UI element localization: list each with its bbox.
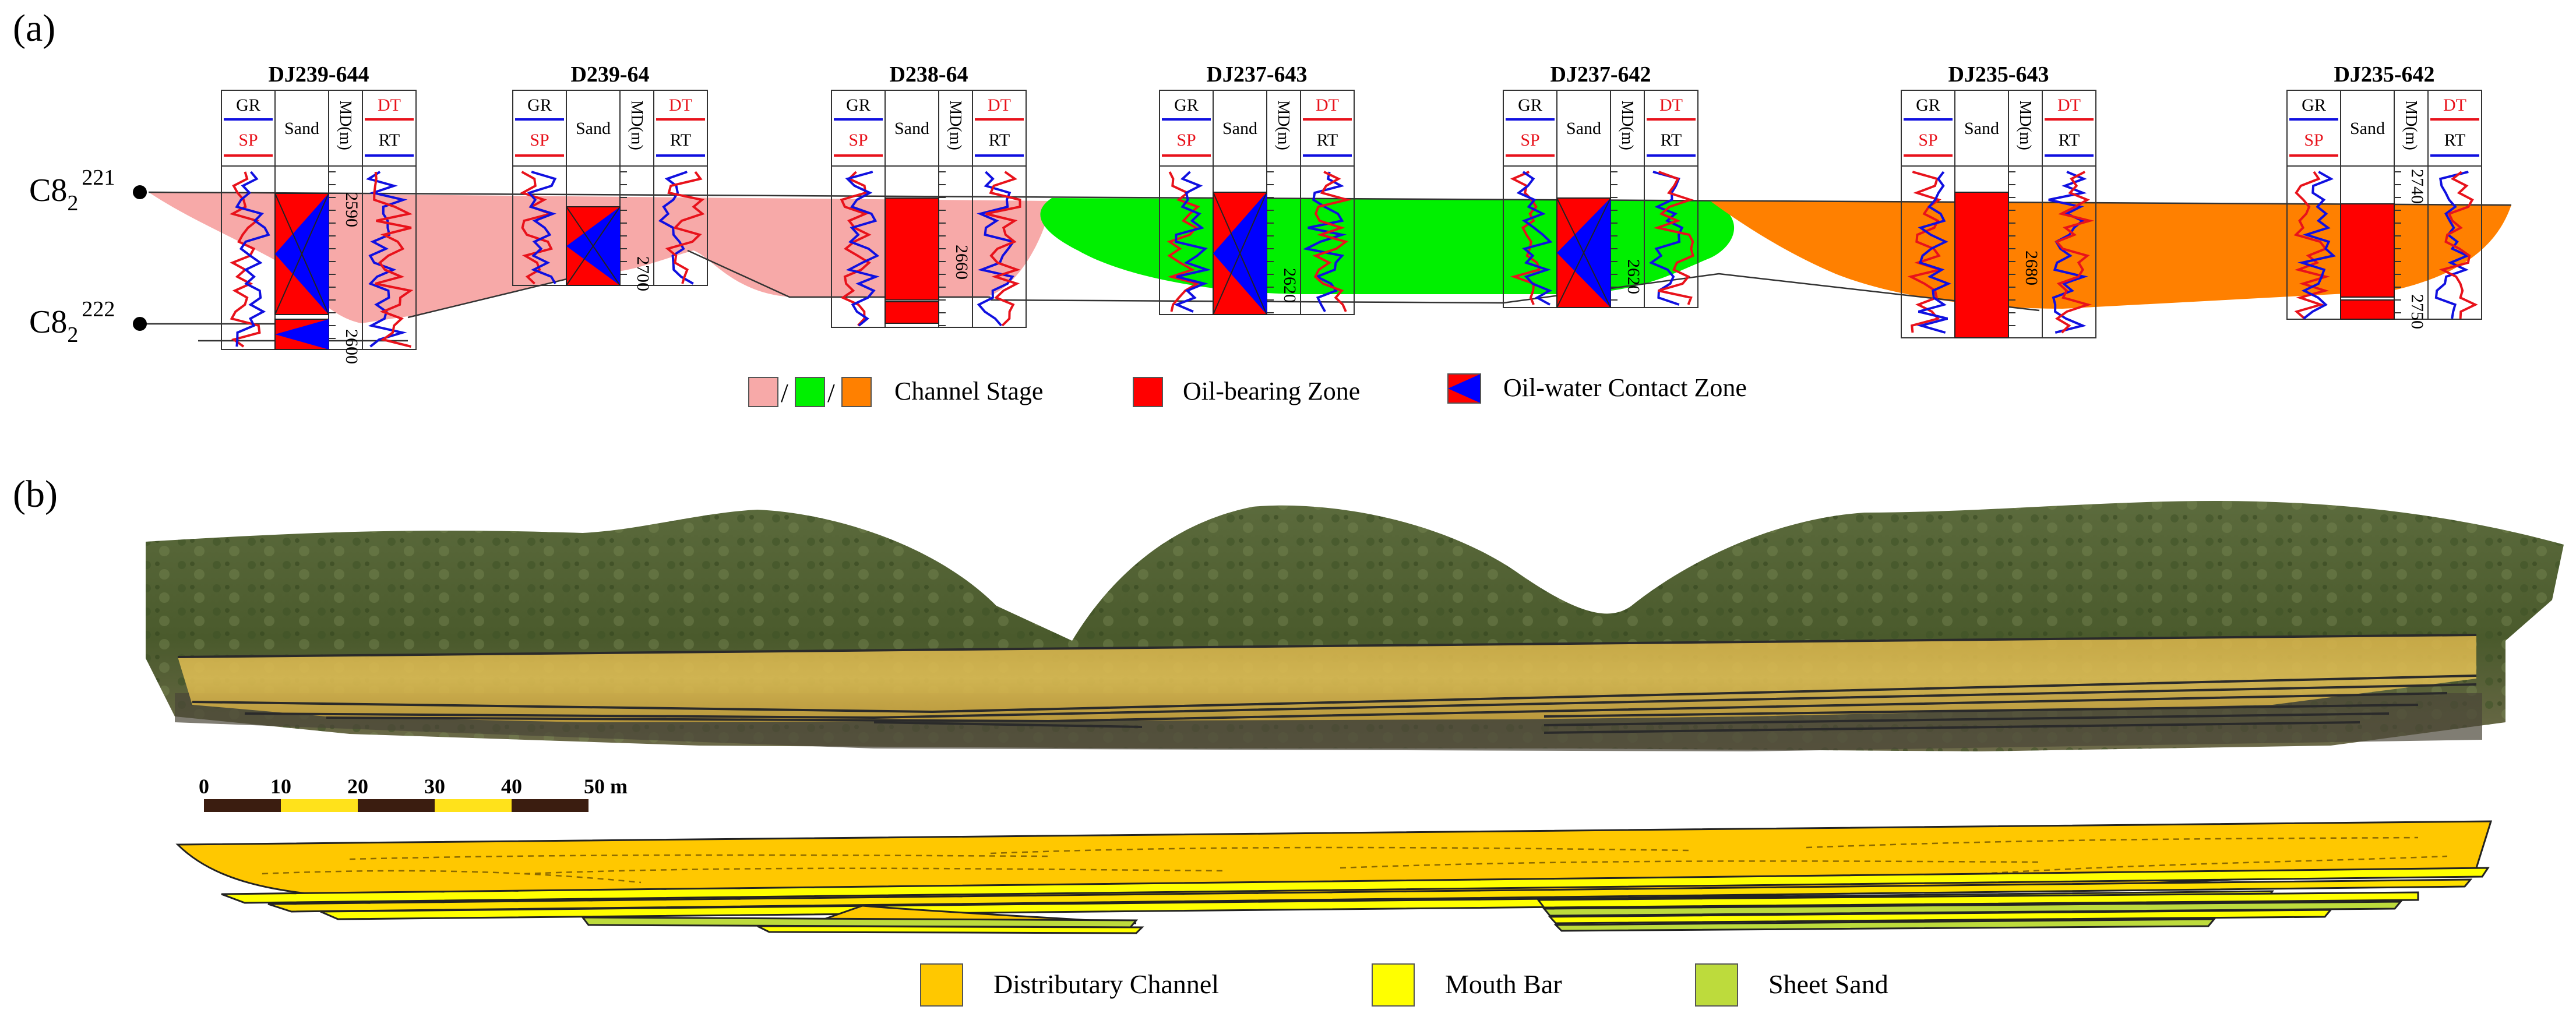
well-name: D238-64: [889, 62, 968, 87]
depth-label: 2620: [1280, 268, 1299, 303]
svg-text:RT: RT: [989, 130, 1010, 150]
svg-text:Sand: Sand: [894, 119, 929, 138]
svg-text:RT: RT: [379, 130, 400, 150]
svg-text:SP: SP: [1176, 130, 1196, 150]
svg-text:RT: RT: [1317, 130, 1338, 150]
scale-tick-label: 20: [347, 775, 368, 798]
panel-b-label: (b): [13, 473, 58, 515]
svg-text:DT: DT: [988, 96, 1011, 115]
depth-label: 2590: [342, 192, 361, 227]
depth-label: 2680: [2022, 250, 2041, 285]
svg-text:MD(m): MD(m): [336, 100, 354, 150]
legend-b: Distributary Channel Mouth Bar Sheet San…: [920, 963, 1888, 1007]
panel-a-label: (a): [13, 7, 55, 50]
legend-sheet-sand-label: Sheet Sand: [1768, 969, 1888, 999]
scale-tick-label: 40: [501, 775, 522, 798]
svg-text:RT: RT: [670, 130, 692, 150]
well-name: DJ237-643: [1206, 62, 1307, 87]
legend-mouth-bar-swatch: [1372, 963, 1415, 1007]
svg-text:DT: DT: [2057, 96, 2081, 115]
legend-a: / / Channel Stage Oil-bearing Zone Oil-w…: [748, 373, 1747, 408]
svg-text:DT: DT: [669, 96, 692, 115]
svg-text:GR: GR: [236, 96, 260, 115]
well-name: DJ235-643: [1948, 62, 2049, 87]
svg-text:GR: GR: [1518, 96, 1542, 115]
legend-distributary-channel-label: Distributary Channel: [993, 969, 1219, 999]
svg-text:MD(m): MD(m): [628, 100, 646, 150]
svg-text:SP: SP: [238, 130, 258, 150]
svg-text:GR: GR: [1174, 96, 1199, 115]
well-name: DJ237-642: [1550, 62, 1651, 87]
well-name: DJ235-642: [2334, 62, 2434, 87]
svg-text:Sand: Sand: [284, 119, 319, 138]
svg-text:DT: DT: [378, 96, 401, 115]
svg-text:MD(m): MD(m): [1618, 100, 1636, 150]
legend-mouth-bar-label: Mouth Bar: [1445, 969, 1562, 999]
legend-channel-stage-label: Channel Stage: [894, 377, 1043, 405]
svg-text:MD(m): MD(m): [946, 100, 964, 150]
interpreted-section: [175, 820, 2493, 934]
legend-oil-bearing-label: Oil-bearing Zone: [1183, 377, 1360, 405]
svg-text:GR: GR: [527, 96, 552, 115]
svg-text:Sand: Sand: [1222, 119, 1257, 138]
well-name: DJ239-644: [268, 62, 369, 87]
scale-tick-label: 50 m: [584, 775, 628, 798]
svg-text:MD(m): MD(m): [2402, 100, 2420, 150]
legend-distributary-channel-swatch: [920, 963, 963, 1007]
depth-label: 2750: [2408, 294, 2427, 329]
svg-text:GR: GR: [1916, 96, 1940, 115]
svg-text:RT: RT: [1661, 130, 1682, 150]
svg-text:SP: SP: [530, 130, 549, 150]
svg-text:C82222: C82222: [29, 297, 115, 347]
svg-text:SP: SP: [848, 130, 868, 150]
svg-text:C82221: C82221: [29, 165, 115, 216]
svg-text:Sand: Sand: [1964, 119, 1999, 138]
legend-sheet-sand-swatch: [1695, 963, 1738, 1007]
svg-text:GR: GR: [2302, 96, 2326, 115]
legend-oil-bearing-swatch: [1133, 377, 1163, 407]
scale-tick-label: 30: [424, 775, 445, 798]
svg-text:RT: RT: [2444, 130, 2466, 150]
scale-tick-label: 0: [199, 775, 209, 798]
depth-label: 2740: [2408, 169, 2427, 204]
outcrop-sand-overlay: [178, 635, 2476, 722]
channel-stage-bodies: [149, 192, 2511, 323]
legend-oil-water-swatch: [1447, 373, 1481, 404]
svg-text:/: /: [781, 378, 788, 408]
layer-marker-bottom: C82222: [29, 297, 147, 347]
svg-text:RT: RT: [2059, 130, 2080, 150]
svg-text:Sand: Sand: [576, 119, 611, 138]
svg-text:GR: GR: [846, 96, 871, 115]
svg-text:Sand: Sand: [1566, 119, 1601, 138]
scale-bar: 0 10 20 30 40 50 m: [199, 775, 628, 812]
svg-text:MD(m): MD(m): [2016, 100, 2034, 150]
svg-text:Sand: Sand: [2350, 119, 2385, 138]
svg-text:SP: SP: [2304, 130, 2323, 150]
svg-text:SP: SP: [1918, 130, 1937, 150]
outcrop-photo: [146, 501, 2564, 751]
svg-text:MD(m): MD(m): [1274, 100, 1292, 150]
depth-label: 2700: [633, 256, 653, 291]
layer-marker-top: C82221: [29, 165, 147, 216]
svg-text:DT: DT: [2443, 96, 2466, 115]
well-name: D239-64: [570, 62, 649, 87]
svg-text:SP: SP: [1520, 130, 1539, 150]
legend-oil-water-label: Oil-water Contact Zone: [1503, 373, 1747, 402]
svg-text:DT: DT: [1659, 96, 1683, 115]
svg-text:/: /: [827, 378, 835, 408]
svg-text:DT: DT: [1316, 96, 1339, 115]
depth-label: 2620: [1624, 259, 1643, 294]
depth-label: 2600: [342, 329, 361, 364]
depth-label: 2660: [952, 245, 971, 280]
scale-tick-label: 10: [270, 775, 291, 798]
